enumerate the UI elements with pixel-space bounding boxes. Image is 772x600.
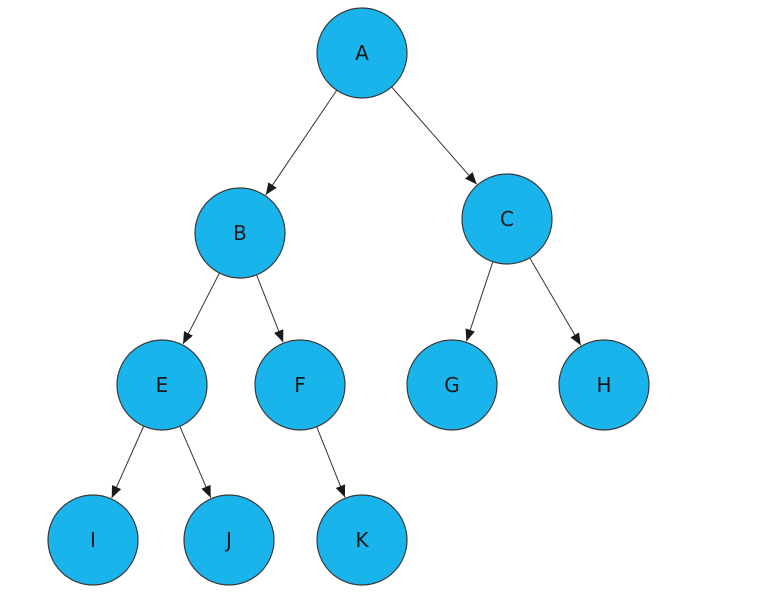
edge-a-b xyxy=(265,89,338,196)
node-label: A xyxy=(355,41,369,65)
node-circle xyxy=(461,173,553,265)
node-circle xyxy=(316,7,408,99)
node-e: E xyxy=(116,339,208,431)
node-circle xyxy=(254,339,346,431)
node-circle xyxy=(406,339,498,431)
edge-e-i xyxy=(111,425,145,499)
node-label: B xyxy=(233,221,247,245)
edge-e-j xyxy=(179,426,212,498)
node-circle xyxy=(116,339,208,431)
node-c: C xyxy=(461,173,553,265)
node-j: J xyxy=(183,494,275,586)
node-label: J xyxy=(224,528,232,552)
edges-layer xyxy=(111,86,582,499)
nodes-layer: A B C E F G H I J K xyxy=(47,7,650,586)
node-f: F xyxy=(254,339,346,431)
node-circle xyxy=(558,339,650,431)
node-label: K xyxy=(355,528,369,552)
node-b: B xyxy=(194,187,286,279)
node-circle xyxy=(194,187,286,279)
node-circle xyxy=(47,494,139,586)
node-a: A xyxy=(316,7,408,99)
node-i: I xyxy=(47,494,139,586)
edge-c-h xyxy=(529,257,582,346)
node-circle xyxy=(183,494,275,586)
node-g: G xyxy=(406,339,498,431)
edge-c-g xyxy=(465,261,494,342)
edge-b-e xyxy=(182,272,220,345)
node-label: I xyxy=(90,528,96,552)
node-circle xyxy=(316,494,408,586)
edge-b-f xyxy=(256,274,284,343)
node-label: F xyxy=(294,373,306,397)
edge-a-c xyxy=(391,86,478,185)
node-label: C xyxy=(500,207,514,231)
node-h: H xyxy=(558,339,650,431)
node-k: K xyxy=(316,494,408,586)
edge-f-k xyxy=(316,426,346,498)
node-label: H xyxy=(596,373,611,397)
node-label: G xyxy=(444,373,460,397)
node-label: E xyxy=(156,373,169,397)
